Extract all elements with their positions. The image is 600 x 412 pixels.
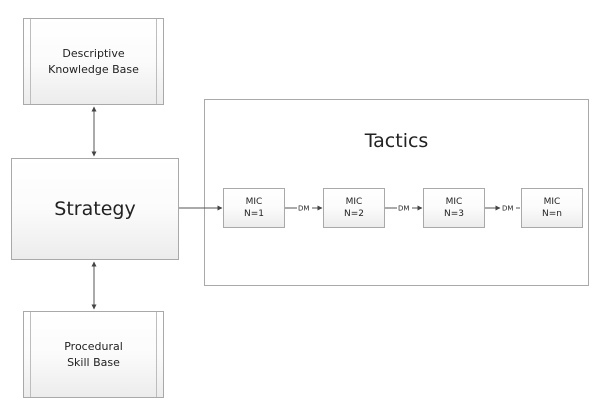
dm-label-2: DM <box>398 205 409 213</box>
procedural-skill-base-node: Procedural Skill Base <box>23 311 164 398</box>
strategy-label: Strategy <box>54 198 136 220</box>
mic-node-3: MIC N=3 <box>423 188 485 228</box>
node-divider-left <box>30 312 31 397</box>
node-divider-right <box>156 312 157 397</box>
node-divider-right <box>156 19 157 104</box>
tactics-title: Tactics <box>364 130 429 152</box>
skill-base-label: Procedural Skill Base <box>64 339 123 369</box>
dm-label-1: DM <box>298 205 309 213</box>
mic-label-1: MIC N=1 <box>244 197 264 219</box>
mic-node-n: MIC N=n <box>521 188 583 228</box>
mic-label-n: MIC N=n <box>542 197 562 219</box>
dm-label-3: DM <box>502 205 513 213</box>
knowledge-base-label: Descriptive Knowledge Base <box>48 46 139 76</box>
descriptive-knowledge-base-node: Descriptive Knowledge Base <box>23 18 164 105</box>
node-divider-left <box>30 19 31 104</box>
mic-label-3: MIC N=3 <box>444 197 464 219</box>
mic-node-2: MIC N=2 <box>323 188 385 228</box>
mic-node-1: MIC N=1 <box>223 188 285 228</box>
mic-label-2: MIC N=2 <box>344 197 364 219</box>
strategy-node: Strategy <box>11 158 179 260</box>
